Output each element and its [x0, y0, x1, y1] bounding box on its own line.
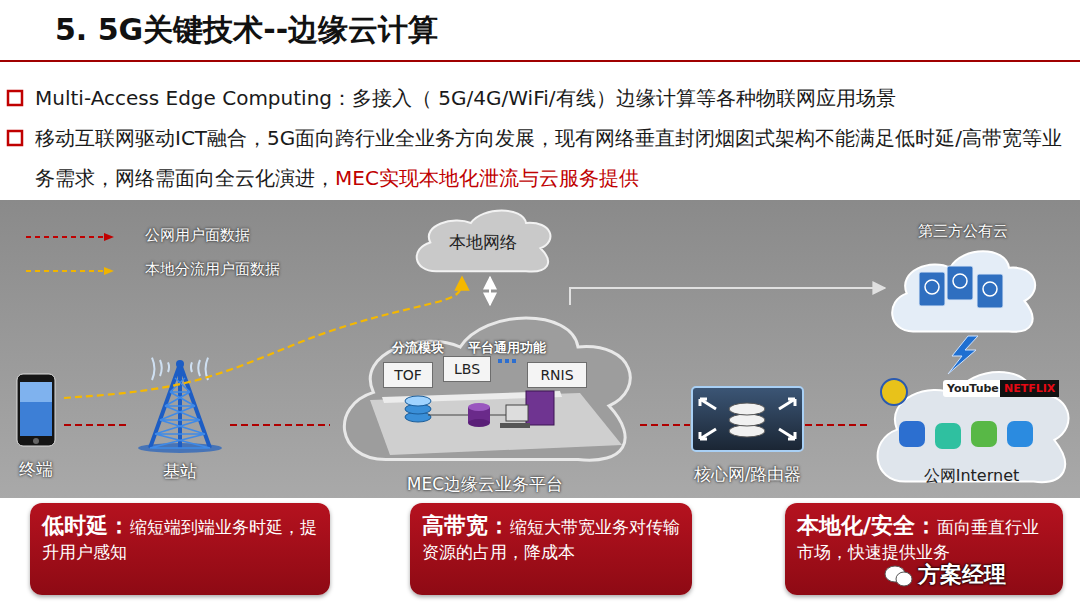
app-logo: YouTube	[943, 380, 1003, 397]
device-node: 核心网/路由器	[690, 385, 805, 485]
node-label: MEC边缘云业务平台	[330, 473, 640, 496]
platform-link	[570, 288, 885, 305]
function-label: RNIS	[540, 367, 573, 383]
public-data-link	[230, 424, 330, 426]
function-box: TOF	[383, 362, 433, 388]
device-node: 基站	[130, 350, 230, 484]
bullet-square	[8, 131, 22, 145]
cloud-node: 分流模块 平台通用功能 MEC边缘云业务平台 TOF LBS RNIS	[330, 305, 640, 495]
benefit-heading: 高带宽：	[422, 513, 510, 538]
local-offload-link	[64, 277, 462, 398]
benefit-heading: 低时延：	[42, 513, 130, 538]
bullet-line: Multi-Access Edge Computing：多接入（ 5G/4G/W…	[35, 78, 1075, 118]
bullet-text: Multi-Access Edge Computing：多接入（ 5G/4G/W…	[35, 86, 896, 110]
slide-title: 5. 5G关键技术--边缘云计算	[55, 10, 438, 51]
node-label: 分流模块	[392, 339, 444, 357]
watermark: 方案经理	[918, 560, 1006, 590]
legend-line	[26, 232, 116, 242]
public-data-link	[805, 424, 868, 426]
lightning-bolt	[948, 336, 978, 374]
public-data-link	[640, 424, 690, 426]
tower-shape	[130, 350, 230, 454]
node-label: 终端	[8, 458, 64, 481]
legend-text: 本地分流用户面数据	[145, 260, 280, 279]
function-box: RNIS	[527, 362, 587, 388]
benefit-box: 低时延：缩短端到端业务时延，提升用户感知	[30, 503, 330, 595]
device-node: 终端	[8, 372, 64, 484]
public-data-link	[64, 424, 130, 426]
wechat-icon	[884, 563, 914, 589]
function-label: TOF	[394, 367, 422, 383]
bullet-square	[8, 91, 22, 105]
legend-line	[26, 266, 116, 276]
node-label: 基站	[130, 460, 230, 483]
legend-text: 公网用户面数据	[145, 226, 250, 245]
node-label: 公网Internet	[868, 466, 1075, 487]
function-box: LBS	[443, 356, 491, 382]
bullet-line: 移动互联网驱动ICT融合，5G面向跨行业全业务方向发展，现有网络垂直封闭烟囱式架…	[35, 118, 1075, 198]
title-rule	[0, 60, 1080, 62]
function-label: LBS	[454, 361, 480, 377]
platform-link	[489, 277, 491, 305]
node-label: 核心网/路由器	[680, 463, 815, 486]
cloud-node: 本地网络	[410, 205, 555, 277]
benefit-heading: 本地化/安全：	[797, 513, 937, 538]
node-label: 平台通用功能	[468, 339, 546, 357]
router-shape	[690, 385, 805, 453]
cloud-node: 第三方公有云	[885, 222, 1040, 339]
phone-shape	[8, 372, 64, 452]
bullet-text: MEC实现本地化泄流与云服务提供	[335, 166, 639, 190]
app-logo: NETFLIX	[1000, 380, 1059, 397]
node-label: 第三方公有云	[885, 222, 1040, 241]
cloudMec-shape	[330, 305, 640, 473]
diagram-panel	[0, 200, 1080, 498]
benefit-box: 高带宽：缩短大带宽业务对传输资源的占用，降成本	[410, 503, 692, 595]
node-label: 本地网络	[410, 231, 555, 254]
